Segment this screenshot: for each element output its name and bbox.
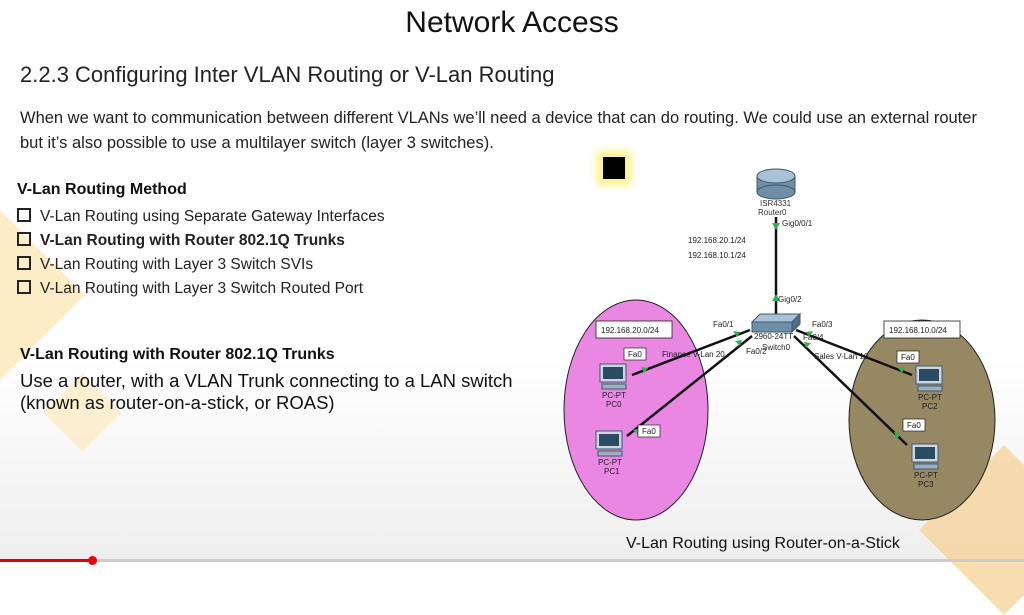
link-up-icon: [772, 294, 780, 301]
vlan20-subnet: 192.168.20.0/24: [601, 326, 659, 335]
switch-model: 2960-24TT: [754, 332, 793, 341]
vlan10-subnet-box: [883, 320, 961, 339]
checkbox-icon: [17, 280, 31, 294]
vlan10-subnet: 192.168.10.0/24: [889, 326, 947, 335]
pc3-type: PC-PT: [914, 471, 938, 480]
pc0-type: PC-PT: [602, 391, 626, 400]
pc1-type: PC-PT: [598, 458, 622, 467]
link-up-icon: [894, 432, 901, 439]
link-up-icon: [641, 367, 648, 373]
switch-icon[interactable]: [750, 312, 802, 334]
pc2-icon[interactable]: [915, 365, 943, 392]
pc0-icon[interactable]: [599, 363, 627, 390]
link-switch-pc0: [631, 328, 751, 377]
port-fa04: Fa0/4: [803, 333, 824, 342]
pc2-type: PC-PT: [918, 393, 942, 402]
router-ip-vlan10: 192.168.10.1/24: [688, 251, 746, 260]
video-progress-bar[interactable]: [0, 559, 1024, 562]
vlan10-label: Sales V-Lan 10: [814, 352, 869, 361]
pc2-iface-box: [896, 350, 920, 364]
link-up-icon: [804, 342, 811, 348]
pc3-icon[interactable]: [911, 443, 939, 470]
pc2-name: PC2: [922, 402, 938, 411]
port-fa02: Fa0/2: [746, 347, 767, 356]
link-up-icon: [733, 331, 740, 337]
pc0-name: PC0: [606, 400, 622, 409]
pc0-iface: Fa0: [628, 350, 642, 359]
pointer-highlight: [603, 157, 625, 179]
switch-name: Switch0: [762, 343, 791, 352]
pc0-iface-box: [623, 347, 647, 361]
method-title: V-Lan Routing Method: [17, 181, 187, 198]
network-diagram: ISR4331 Router0 Gig0/0/1 192.168.20.1/24…: [563, 168, 996, 521]
method-list: V-Lan Routing using Separate Gateway Int…: [17, 205, 385, 301]
switch-uplink: Gig0/2: [778, 295, 802, 304]
router-ip-vlan20: 192.168.20.1/24: [688, 236, 746, 245]
pc1-name: PC1: [604, 467, 620, 476]
port-fa01: Fa0/1: [713, 320, 734, 329]
link-up-icon: [806, 331, 813, 337]
checkbox-icon: [17, 256, 31, 270]
video-progress-fill: [0, 559, 93, 562]
diagram-caption: V-Lan Routing using Router-on-a-Stick: [626, 535, 900, 552]
section-title: 2.2.3 Configuring Inter VLAN Routing or …: [20, 62, 555, 87]
router-model: ISR4331: [760, 199, 792, 208]
method-item: V-Lan Routing with Layer 3 Switch Routed…: [17, 277, 385, 301]
link-up-icon: [772, 223, 780, 230]
pc3-iface-box: [902, 418, 926, 432]
vlan20-zone: [563, 299, 709, 521]
pc1-iface: Fa0: [642, 427, 656, 436]
pc3-iface: Fa0: [907, 421, 921, 430]
router-name: Router0: [758, 208, 787, 217]
pc3-name: PC3: [918, 480, 934, 489]
pc2-iface: Fa0: [901, 353, 915, 362]
link-switch-pc1: [626, 335, 753, 437]
method-item: V-Lan Routing using Separate Gateway Int…: [17, 205, 385, 229]
slide-title: Network Access: [405, 6, 619, 39]
video-scrubber-handle[interactable]: [88, 556, 98, 565]
vlan20-subnet-box: [595, 320, 673, 339]
intro-paragraph: When we want to communication between di…: [20, 109, 977, 152]
vlan20-label: Finance V-Lan 20: [662, 350, 725, 359]
link-up-icon: [735, 340, 742, 346]
checkbox-icon: [17, 208, 31, 222]
link-up-icon: [898, 367, 905, 373]
port-fa03: Fa0/3: [812, 320, 833, 329]
pc1-icon[interactable]: [595, 430, 623, 457]
roas-description: Use a router, with a VLAN Trunk connecti…: [20, 370, 513, 413]
pc1-iface-box: [637, 424, 661, 438]
link-switch-pc2: [795, 328, 913, 377]
roas-title: V-Lan Routing with Router 802.1Q Trunks: [20, 346, 335, 363]
router-icon[interactable]: [756, 168, 796, 200]
method-item: V-Lan Routing with Router 802.1Q Trunks: [17, 229, 385, 253]
link-switch-pc3: [793, 335, 908, 446]
router-iface: Gig0/0/1: [782, 219, 813, 228]
checkbox-icon: [17, 232, 31, 246]
method-item: V-Lan Routing with Layer 3 Switch SVIs: [17, 253, 385, 277]
